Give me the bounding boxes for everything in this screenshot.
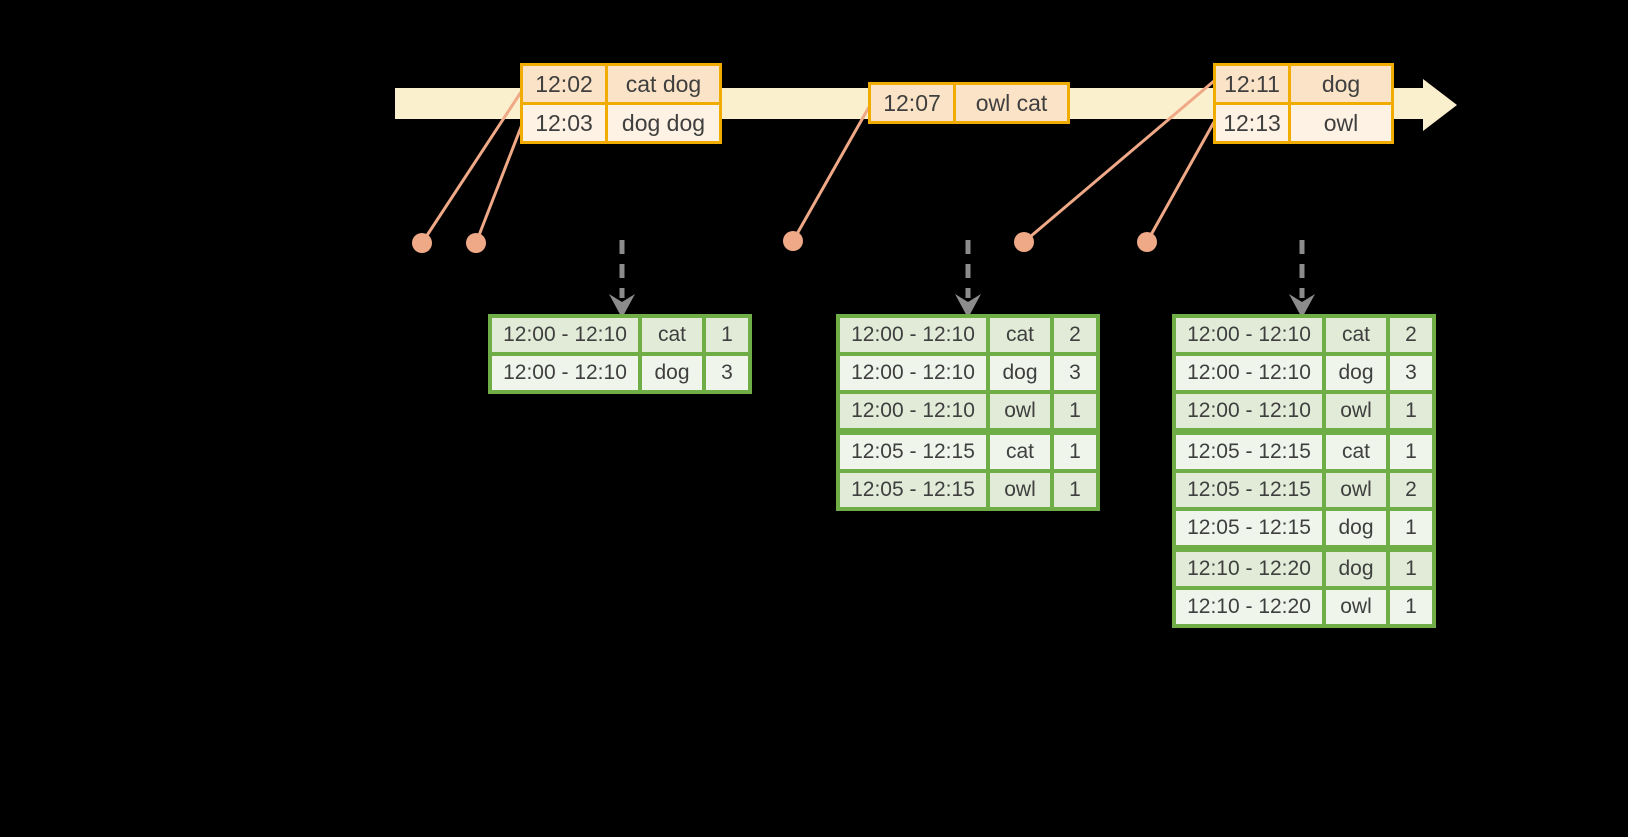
result-cell-word: cat	[642, 318, 702, 352]
trigger-arrows	[609, 240, 1315, 318]
event-row: 12:03 dog dog	[523, 102, 719, 141]
event-time: 12:07	[871, 85, 956, 121]
event-time: 12:13	[1216, 105, 1291, 141]
event-connectors	[412, 79, 1216, 253]
trigger-arrowhead-icon	[609, 294, 635, 318]
result-cell-word: dog	[1326, 552, 1386, 586]
result-cell-window: 12:05 - 12:15	[840, 435, 986, 469]
result-cell-count: 1	[1390, 394, 1432, 428]
event-time: 12:11	[1216, 66, 1291, 102]
result-cell-window: 12:00 - 12:10	[492, 318, 638, 352]
result-cell-word: cat	[1326, 318, 1386, 352]
result-cell-window: 12:05 - 12:15	[1176, 435, 1322, 469]
trigger-arrowhead-icon	[1289, 294, 1315, 318]
event-box-2: 12:07 owl cat	[868, 82, 1070, 124]
result-cell-window: 12:00 - 12:10	[1176, 356, 1322, 390]
result-cell-count: 1	[1390, 590, 1432, 624]
result-cell-count: 1	[1390, 552, 1432, 586]
result-cell-word: dog	[990, 356, 1050, 390]
event-dot-icon	[1137, 232, 1157, 252]
result-cell-word: cat	[1326, 435, 1386, 469]
event-row: 12:07 owl cat	[871, 85, 1067, 121]
event-words: owl	[1323, 109, 1359, 136]
result-cell-window: 12:00 - 12:10	[1176, 394, 1322, 428]
result-cell-window: 12:00 - 12:10	[1176, 318, 1322, 352]
result-cell-count: 1	[1054, 435, 1096, 469]
result-cell-window: 12:00 - 12:10	[492, 356, 638, 390]
event-row: 12:13 owl	[1216, 102, 1391, 141]
result-cell-count: 1	[1054, 394, 1096, 428]
event-box-3: 12:11 dog 12:13 owl	[1213, 63, 1394, 144]
result-cell-count: 3	[706, 356, 748, 390]
event-dot-icon	[783, 231, 803, 251]
result-cell-count: 1	[706, 318, 748, 352]
result-cell-window: 12:00 - 12:10	[840, 318, 986, 352]
result-cell-count: 2	[1390, 318, 1432, 352]
result-cell-count: 3	[1054, 356, 1096, 390]
result-cell-window: 12:10 - 12:20	[1176, 590, 1322, 624]
event-words: dog dog	[621, 109, 706, 136]
result-cell-count: 1	[1054, 473, 1096, 507]
result-cell-word: dog	[1326, 356, 1386, 390]
result-cell-word: cat	[990, 435, 1050, 469]
event-words: cat dog	[625, 70, 702, 97]
result-cell-word: owl	[1326, 473, 1386, 507]
event-row: 12:02 cat dog	[523, 66, 719, 102]
connector-line	[1145, 121, 1216, 243]
result-cell-count: 3	[1390, 356, 1432, 390]
result-cell-count: 1	[1390, 511, 1432, 545]
result-cell-count: 2	[1390, 473, 1432, 507]
result-cell-window: 12:05 - 12:15	[1176, 473, 1322, 507]
result-cell-word: owl	[1326, 590, 1386, 624]
event-time: 12:03	[523, 105, 608, 141]
event-words: dog	[1321, 70, 1361, 97]
event-row: 12:11 dog	[1216, 66, 1391, 102]
result-cell-word: cat	[990, 318, 1050, 352]
event-box-1: 12:02 cat dog 12:03 dog dog	[520, 63, 722, 144]
result-cell-window: 12:00 - 12:10	[840, 394, 986, 428]
connector-line	[474, 121, 525, 244]
event-dot-icon	[1014, 232, 1034, 252]
result-cell-window: 12:05 - 12:15	[1176, 511, 1322, 545]
connector-line	[791, 106, 871, 242]
result-cell-count: 2	[1054, 318, 1096, 352]
result-cell-word: owl	[990, 473, 1050, 507]
trigger-arrowhead-icon	[955, 294, 981, 318]
connector-line	[1023, 79, 1215, 244]
event-dot-icon	[466, 233, 486, 253]
result-cell-word: dog	[1326, 511, 1386, 545]
result-cell-window: 12:00 - 12:10	[840, 356, 986, 390]
event-words: owl cat	[975, 89, 1048, 116]
result-cell-word: owl	[1326, 394, 1386, 428]
result-cell-word: owl	[990, 394, 1050, 428]
timeline-arrowhead-icon	[1423, 79, 1457, 131]
result-cell-count: 1	[1390, 435, 1432, 469]
event-time: 12:02	[523, 66, 608, 102]
result-cell-word: dog	[642, 356, 702, 390]
connector-line	[420, 88, 525, 244]
result-cell-window: 12:10 - 12:20	[1176, 552, 1322, 586]
event-dot-icon	[412, 233, 432, 253]
result-cell-window: 12:05 - 12:15	[840, 473, 986, 507]
